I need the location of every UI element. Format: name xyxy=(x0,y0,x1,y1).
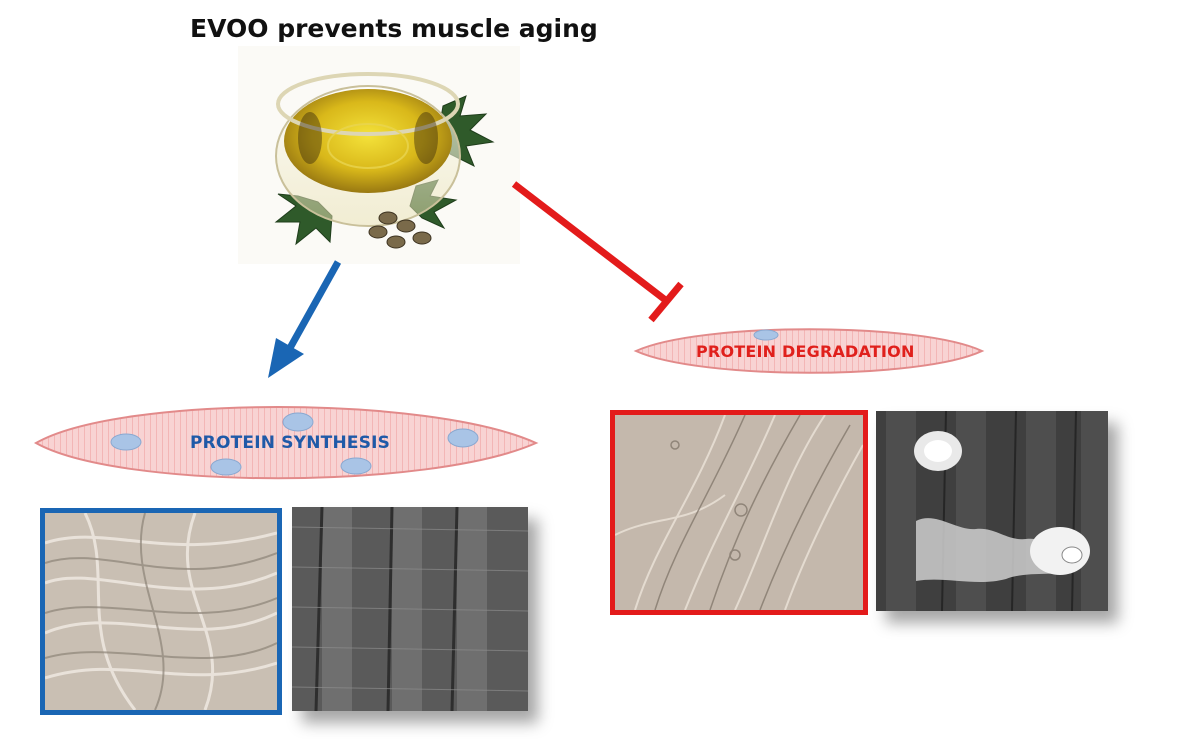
protein-synthesis-label: PROTEIN SYNTHESIS xyxy=(190,433,391,453)
nucleus-icon xyxy=(282,412,314,432)
synthesis-muscle-cell xyxy=(33,406,539,480)
inhibit-arrow xyxy=(511,181,684,323)
nucleus-icon xyxy=(447,428,479,448)
degradation-light-micrograph xyxy=(610,410,868,615)
synthesis-electron-micrograph xyxy=(292,507,528,711)
olive-oil-bowl-image xyxy=(238,46,520,264)
nucleus-icon xyxy=(340,457,372,475)
promote-arrow xyxy=(268,260,342,378)
nucleus-icon xyxy=(110,433,142,451)
degradation-muscle-cell xyxy=(633,328,985,374)
figure-title: EVOO prevents muscle aging xyxy=(190,14,598,43)
nucleus-icon xyxy=(210,458,242,476)
nucleus-icon xyxy=(753,329,779,341)
synthesis-light-micrograph xyxy=(40,508,282,715)
protein-degradation-label: PROTEIN DEGRADATION xyxy=(696,342,915,361)
degradation-electron-micrograph xyxy=(876,411,1108,611)
